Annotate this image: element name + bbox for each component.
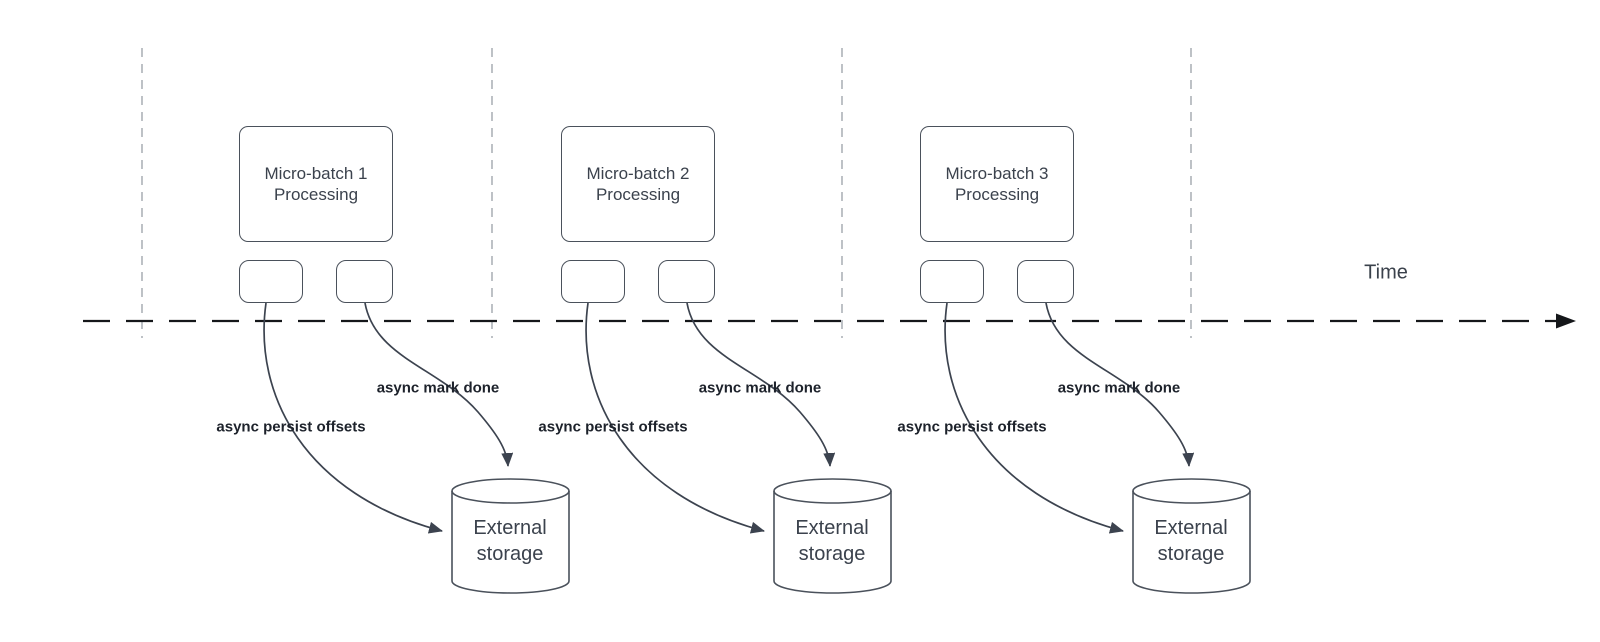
mark-done-arrow-1 <box>364 302 514 467</box>
timeline-arrowhead-icon <box>1556 313 1576 329</box>
group3-graphics <box>944 302 1251 594</box>
timeline-axis <box>83 313 1576 329</box>
persist-offsets-arrow-2 <box>585 302 765 534</box>
persist-offsets-arrow-1 <box>263 302 443 534</box>
mark-done-arrow-2 <box>686 302 836 467</box>
storage-cylinder-rim-1 <box>451 490 570 504</box>
persist-offsets-arrow-3 <box>944 302 1124 534</box>
group1-graphics <box>263 302 570 594</box>
storage-cylinder-2 <box>773 478 892 594</box>
group2-graphics <box>585 302 892 594</box>
time-axis-label: Time <box>1364 261 1408 284</box>
storage-cylinder-rim-3 <box>1132 490 1251 504</box>
storage-cylinder-rim-2 <box>773 490 892 504</box>
time-guide-lines <box>141 48 1192 338</box>
mark-done-arrow-3 <box>1045 302 1195 467</box>
storage-cylinder-1 <box>451 478 570 594</box>
storage-cylinder-3 <box>1132 478 1251 594</box>
